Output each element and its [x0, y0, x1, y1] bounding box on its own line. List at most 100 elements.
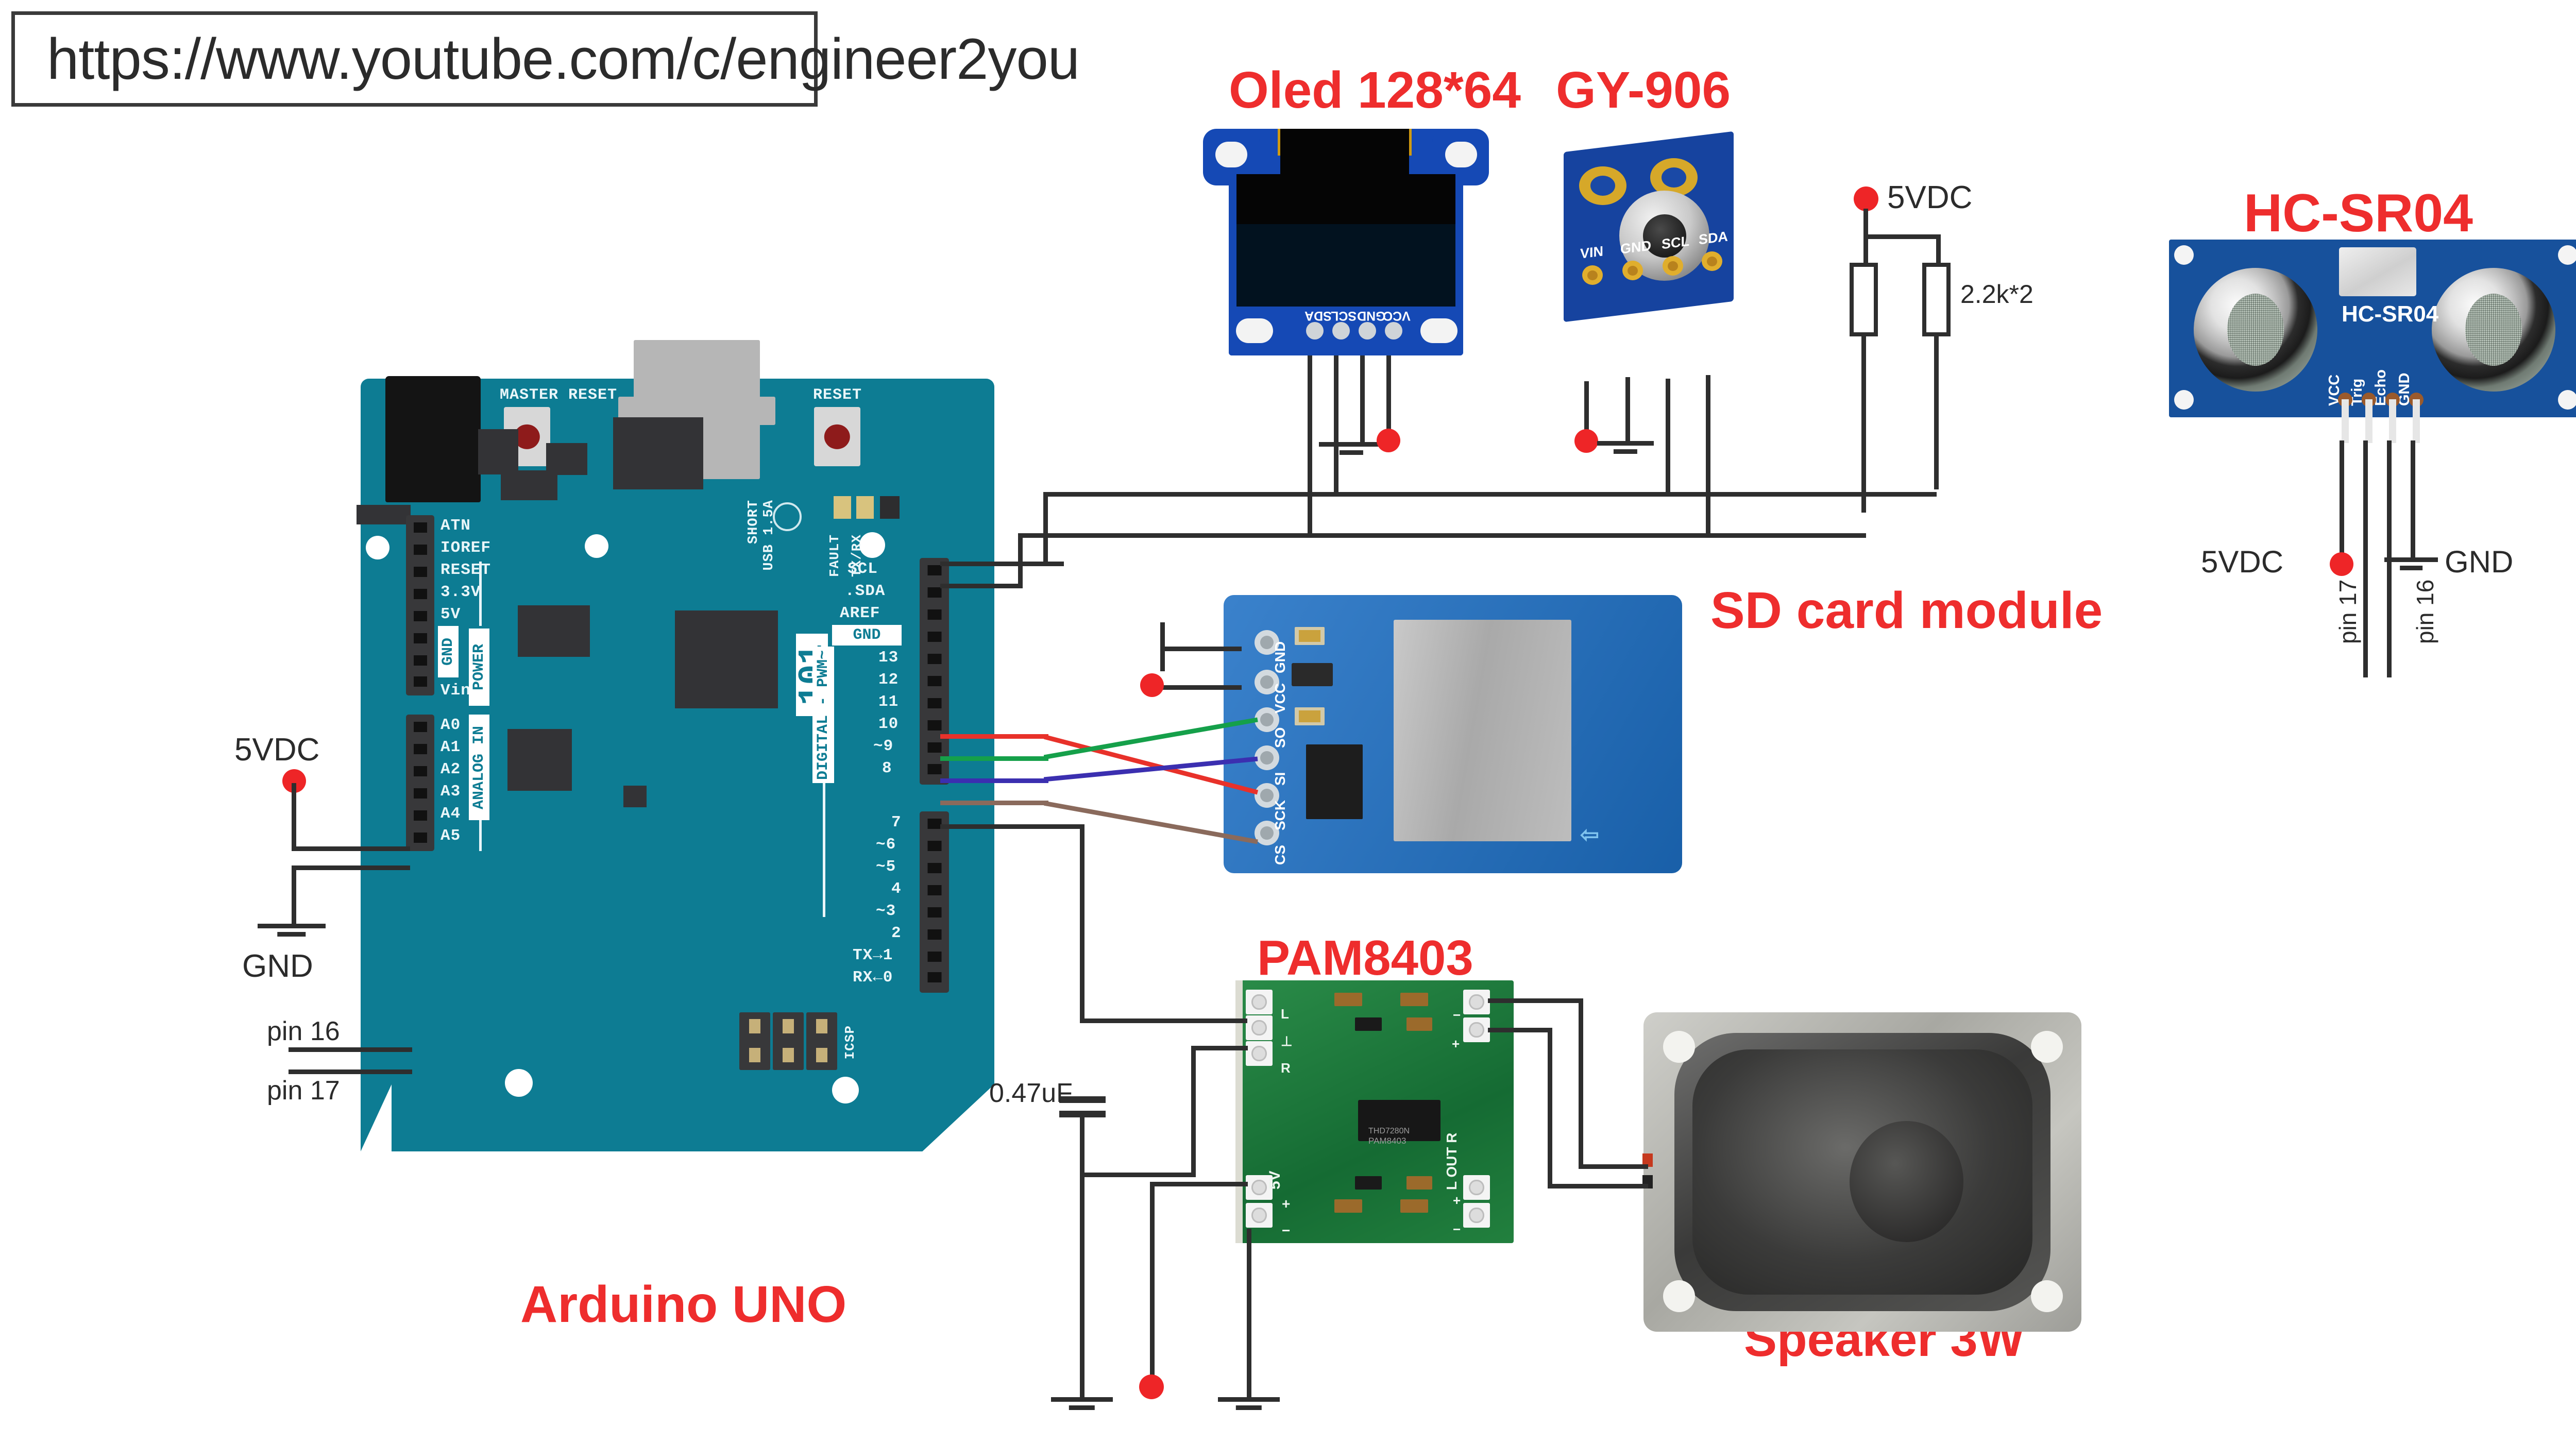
- digital-pin-label-gnd: GND: [832, 625, 902, 646]
- ground-symbol-arduino: [258, 924, 326, 940]
- title-pam8403: PAM8403: [1257, 930, 1473, 986]
- silk-analog-bracket: [479, 820, 482, 851]
- wire-sda-bus: [1018, 533, 1866, 538]
- sd-pin-label-sck: SCK: [1272, 800, 1288, 830]
- smd-5: [518, 605, 590, 657]
- gy906-hole-1: [1579, 166, 1626, 205]
- title-gy906: GY-906: [1556, 61, 1731, 119]
- gy906-module: VIN GND SCL SDA: [1564, 131, 1734, 322]
- pam-out-silk: L OUT R: [1444, 1132, 1460, 1190]
- wire-oled-gnd-leg: [1360, 355, 1365, 446]
- pam-smd-2: [1400, 993, 1428, 1006]
- led-txrx: [856, 496, 874, 519]
- digital-pin-label-13: 13: [878, 649, 899, 667]
- silk-power: POWER: [469, 629, 489, 706]
- wire-scl-to-gy906: [1666, 379, 1670, 495]
- pam-smd-103-top: [1355, 1017, 1382, 1031]
- oled-pad-sda: [1306, 322, 1324, 339]
- analog-pin-label-a4: A4: [440, 805, 461, 823]
- gy906-pad-sda: [1702, 251, 1722, 271]
- wire-r1-top: [1863, 234, 1868, 265]
- speaker-terminal-positive: [1642, 1153, 1653, 1167]
- wire-pin10-seg1: [940, 801, 1048, 805]
- pam-out-label-minus-l: −: [1453, 1007, 1461, 1023]
- node-dot-sd-vcc: [1140, 673, 1164, 697]
- wire-pin10-diagonal: [1044, 801, 1260, 844]
- sd-pad-sck: [1255, 783, 1279, 808]
- wire-cap-branch: [1080, 1173, 1196, 1177]
- wire-gy906-vin-leg: [1584, 381, 1589, 433]
- pam-pad-l: [1246, 990, 1273, 1014]
- sd-pad-gnd: [1255, 630, 1279, 655]
- hcsr04-silkscreen: HC-SR04: [2342, 301, 2439, 327]
- smd-3: [613, 417, 703, 489]
- youtube-url-box: https://www.youtube.com/c/engineer2you: [11, 11, 1080, 107]
- wire-pin13-seg1: [940, 734, 1048, 739]
- analog-header[interactable]: [406, 715, 434, 851]
- sd-smd-r1: [1295, 627, 1325, 645]
- hcsr04-hole-1: [2174, 245, 2194, 265]
- wire-sda-riser: [1018, 533, 1023, 587]
- digital-pin-label-4: 4: [891, 880, 902, 898]
- power-pin-label-gnd: GND: [438, 626, 459, 677]
- pam8403-ic: [1358, 1100, 1440, 1141]
- mounting-hole-1: [366, 536, 389, 559]
- pam-pin-label-gnd: ⊥: [1281, 1033, 1293, 1049]
- sd-pad-so: [1255, 707, 1279, 732]
- speaker-hole-4: [2031, 1280, 2063, 1312]
- label-hc-5vdc: 5VDC: [2201, 545, 2284, 579]
- gy906-hole-2: [1650, 158, 1698, 197]
- reset-button[interactable]: [814, 407, 860, 466]
- sd-pad-si: [1255, 745, 1279, 770]
- digital-pin-label-sda: .SDA: [845, 582, 886, 600]
- pam-out-label-plus-l: +: [1452, 1036, 1460, 1051]
- analog-pin-label-a3: A3: [440, 783, 461, 801]
- gy906-pin-label-scl: SCL: [1662, 233, 1689, 252]
- oled-pad-scl: [1332, 322, 1350, 339]
- node-dot-oled-vcc: [1377, 429, 1400, 452]
- smd-near-led: [880, 496, 900, 519]
- hcsr04-module: HC-SR04 VCC Trig Echo GND: [2169, 240, 2576, 443]
- digital-pin-label-tx1: TX→1: [853, 946, 893, 964]
- label-hc-gnd: GND: [2445, 545, 2514, 579]
- title-arduino: Arduino UNO: [520, 1276, 847, 1333]
- wire-pam-gnd-in: [1191, 1046, 1248, 1050]
- gy906-pad-scl: [1663, 256, 1683, 276]
- speaker-hole-1: [1663, 1031, 1695, 1063]
- hcsr04-oscillator: [2339, 247, 2416, 296]
- wire-pam-outl-to-speaker: [1579, 1164, 1648, 1169]
- ground-symbol-capacitor: [1051, 1397, 1113, 1413]
- wire-pam-outl-down: [1579, 998, 1583, 1168]
- digital-header-top[interactable]: [920, 558, 949, 785]
- hcsr04-leg-vcc: [2342, 399, 2349, 443]
- label-top-5vdc: 5VDC: [1887, 180, 1973, 215]
- wire-gnd-down: [292, 865, 296, 926]
- silk-digital-bracket: [823, 783, 825, 917]
- power-header[interactable]: [406, 515, 434, 695]
- wire-r2-top: [1936, 234, 1941, 265]
- smd-7: [623, 786, 647, 807]
- sd-regulator-ic: [1292, 663, 1333, 686]
- mounting-hole-4: [505, 1069, 533, 1097]
- wire-r2-to-scl: [1934, 335, 1939, 489]
- pam-ic-label-1: PAM8403: [1368, 1136, 1406, 1146]
- sd-card-slot[interactable]: [1394, 620, 1571, 841]
- digital-header-bottom[interactable]: [920, 811, 949, 993]
- arduino-uno-board: MASTER RESET RESET 101 USB 1.5A SHORT TX…: [357, 340, 1046, 1182]
- wire-5vdc-down: [292, 783, 296, 850]
- wire-r1-to-sda: [1861, 335, 1866, 513]
- pam-smd-103-bot: [1355, 1176, 1382, 1190]
- smd-2: [546, 443, 587, 475]
- sd-pin-label-vcc: VCC: [1272, 683, 1288, 714]
- wire-gy906-gnd-leg: [1625, 377, 1630, 443]
- pam-smd-5: [1400, 1199, 1428, 1213]
- wire-scl-from-arduino: [940, 562, 1064, 566]
- mounting-hole-2: [585, 534, 608, 558]
- ground-symbol-hcsr04: [2384, 557, 2438, 573]
- wire-pin12-seg1: [940, 756, 1048, 761]
- ground-symbol-sd-bar1: [1160, 622, 1165, 671]
- youtube-url-text: https://www.youtube.com/c/engineer2you: [47, 27, 1080, 91]
- pam-pad-outr-minus: [1463, 1203, 1490, 1228]
- digital-pin-label-11: 11: [878, 693, 899, 711]
- digital-pin-label-9: ~9: [873, 737, 894, 755]
